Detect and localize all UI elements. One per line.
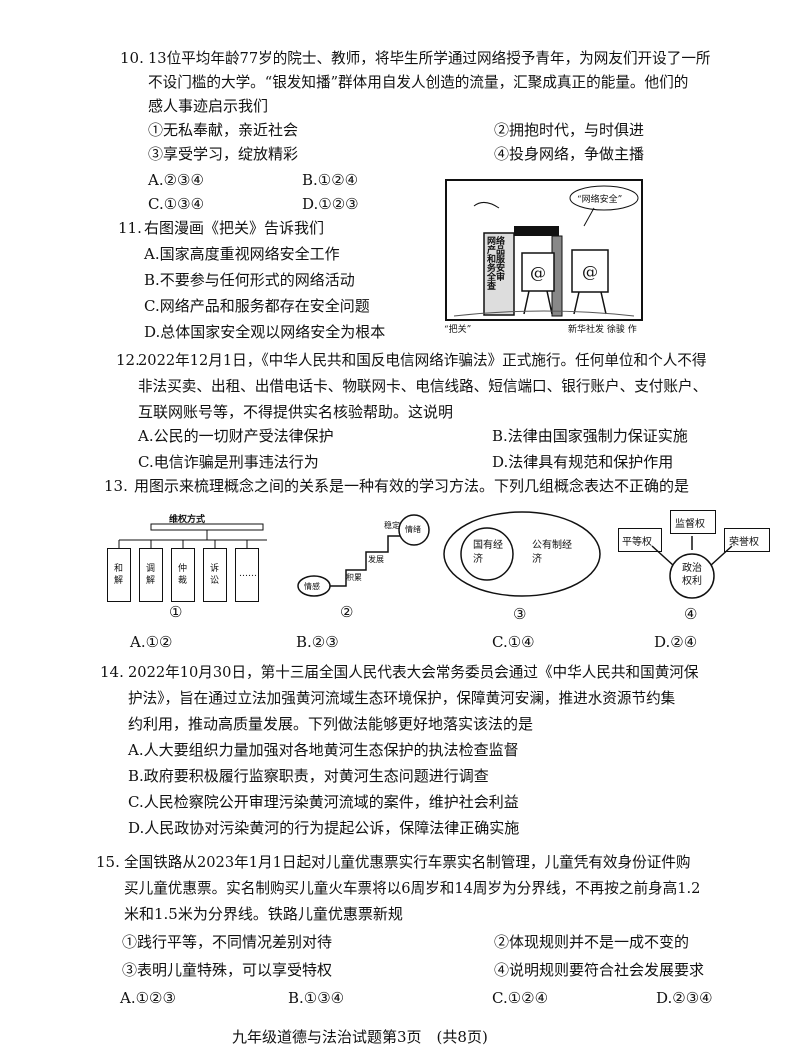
answer-option-c: C.①②④ — [492, 989, 549, 1007]
question-stem-line: 全国铁路从2023年1月1日起对儿童优惠票实行车票实名制管理，儿童凭有效身份证件… — [124, 854, 691, 871]
svg-text:@: @ — [582, 262, 598, 281]
diagram-step-label: 积累 — [346, 573, 362, 582]
diagram-set-circles — [443, 511, 601, 597]
diagram-box-label: …… — [239, 569, 257, 579]
svg-text:@: @ — [530, 263, 546, 282]
page-footer: 九年级道德与法治试题第3页 (共8页) — [232, 1028, 488, 1046]
diagram-political-rights: 平等权 监督权 荣誉权 政治权利 ④ — [614, 506, 774, 628]
cartoon-credit: 新华社发 徐骏 作 — [568, 325, 637, 335]
question-number: 13. — [104, 477, 128, 495]
answer-option-d: D.②③④ — [656, 989, 713, 1007]
diagram-title: 维权方式 — [169, 515, 206, 525]
diagram-box: 诉讼 — [203, 548, 227, 602]
question-stem-line: 互联网账号等，不得提供实名核验帮助。这说明 — [138, 403, 454, 421]
diagram-box: 平等权 — [618, 528, 662, 552]
answer-option-c: C.网络产品和服务都存在安全问题 — [144, 297, 370, 315]
figure-label: ③ — [513, 605, 527, 623]
diagram-box-label: 和解 — [114, 564, 124, 586]
option-statement: ③享受学习，绽放精彩 — [148, 145, 299, 163]
figure-label: ① — [169, 603, 183, 621]
diagram-step-label: 稳定 — [384, 521, 400, 530]
question-stem-line: 米和1.5米为分界线。铁路儿童优惠票新规 — [124, 905, 403, 923]
answer-option-a: A.①②③ — [120, 989, 176, 1007]
option-statement: ①无私奉献，亲近社会 — [148, 121, 299, 139]
option-statement: ①践行平等，不同情况差别对待 — [122, 933, 333, 951]
answer-option-d: D.法律具有规范和保护作用 — [492, 453, 674, 471]
question-number: 14. — [100, 663, 124, 681]
cartoon-caption: “把关” — [444, 325, 472, 335]
answer-option-b: B.政府要积极履行监察职责，对黄河生态问题进行调查 — [128, 767, 489, 785]
diagram-center-label: 政治权利 — [682, 563, 702, 587]
cartoon-figure: @ @ 网络产品和服务安全审查 “网络安全” “把关” 新华社发 徐骏 作 — [444, 178, 644, 336]
question-number: 10. — [120, 49, 144, 67]
diagram-box: 仲裁 — [171, 548, 195, 602]
question-stem: 用图示来梳理概念之间的关系是一种有效的学习方法。下列几组概念表达不正确的是 — [134, 477, 690, 495]
answer-option-a: A.公民的一切财产受法律保护 — [138, 427, 334, 445]
diagram-box-label: 调解 — [146, 564, 156, 586]
diagram-box-label: 平等权 — [622, 537, 652, 548]
answer-option-d: D.②④ — [654, 633, 698, 651]
diagram-emotion-steps: 情感 积累 发展 稳定 情绪 ② — [296, 508, 436, 626]
cartoon-bubble-text: “网络安全” — [577, 195, 623, 205]
question-stem-line: 13位平均年龄77岁的院士、教师，将毕生所学通过网络授予青年，为网友们开设了一所 — [148, 50, 711, 67]
diagram-step-lines — [297, 514, 430, 597]
diagram-step-label: 发展 — [368, 555, 384, 564]
question-stem-line: 约利用，推动高质量发展。下列做法能够更好地落实该法的是 — [128, 715, 534, 733]
question-stem-line: 2022年10月30日，第十三届全国人民代表大会常务委员会通过《中华人民共和国黄… — [128, 664, 699, 681]
answer-option-a: A.人大要组织力量加强对各地黄河生态保护的执法检查监督 — [128, 741, 519, 759]
option-statement: ③表明儿童特殊，可以享受特权 — [122, 961, 333, 979]
answer-option-a: A.国家高度重视网络安全工作 — [144, 245, 340, 263]
diagram-box: 监督权 — [670, 510, 716, 534]
diagram-box-label: 诉讼 — [210, 564, 220, 586]
option-statement: ④投身网络，争做主播 — [494, 145, 645, 163]
question-stem-line: 2022年12月1日，《中华人民共和国反电信网络诈骗法》正式施行。任何单位和个人… — [138, 352, 707, 369]
answer-option-c: C.①③④ — [148, 195, 205, 213]
answer-option-c: C.电信诈骗是刑事违法行为 — [138, 453, 319, 471]
diagram-node-label: 情绪 — [405, 525, 421, 534]
question-stem-line: 非法买卖、出租、出借电话卡、物联网卡、电信线路、短信端口、银行账户、支付账户、 — [138, 378, 708, 395]
question-stem-line: 护法》，旨在通过立法加强黄河流域生态环境保护，保障黄河安澜，推进水资源节约集 — [128, 690, 676, 707]
figure-label: ② — [340, 603, 354, 621]
question-stem-line: 感人事迹启示我们 — [148, 97, 269, 115]
diagram-rights-methods: 维权方式 和解 调解 仲裁 诉讼 …… ① — [105, 508, 285, 626]
option-statement: ②拥抱时代，与时俱进 — [494, 121, 645, 139]
answer-option-d: D.①②③ — [302, 195, 359, 213]
figure-label: ④ — [684, 605, 698, 623]
diagram-box-label: 仲裁 — [178, 564, 188, 586]
diagram-inner-label: 国有经济 — [473, 540, 503, 565]
question-number: 12. — [116, 351, 140, 369]
diagram-box: 荣誉权 — [724, 528, 770, 552]
answer-option-b: B.①②④ — [302, 171, 359, 189]
answer-option-d: D.人民政协对污染黄河的行为提起公诉，保障法律正确实施 — [128, 819, 520, 837]
diagram-tree-lines — [118, 523, 267, 548]
cartoon-drawing: @ @ — [445, 179, 643, 321]
diagram-box-label: 荣誉权 — [729, 537, 759, 548]
answer-option-a: A.②③④ — [148, 171, 204, 189]
answer-option-b: B.①③④ — [288, 989, 345, 1007]
answer-option-c: C.①④ — [492, 633, 535, 651]
diagram-box: …… — [235, 548, 259, 602]
answer-option-c: C.人民检察院公开审理污染黄河流域的案件，维护社会利益 — [128, 793, 519, 811]
diagram-rights-arrows — [651, 536, 733, 599]
diagram-box: 调解 — [139, 548, 163, 602]
answer-option-d: D.总体国家安全观以网络安全为根本 — [144, 323, 386, 341]
diagram-box-label: 监督权 — [675, 519, 705, 530]
answer-option-b: B.法律由国家强制力保证实施 — [492, 427, 688, 445]
option-statement: ④说明规则要符合社会发展要求 — [494, 961, 705, 979]
cartoon-gate-text: 网络产品和服务安全审查 — [487, 237, 506, 292]
answer-option-b: B.②③ — [296, 633, 339, 651]
question-number: 11. — [118, 219, 142, 237]
diagram-economy-sets: 国有经济 公有制经济 ③ — [442, 510, 602, 628]
option-statement: ②体现规则并不是一成不变的 — [494, 933, 690, 951]
diagram-node-label: 情感 — [304, 582, 320, 591]
question-stem-line: 买儿童优惠票。实名制购买儿童火车票将以6周岁和14周岁为分界线，不再按之前身高1… — [124, 880, 701, 897]
answer-option-b: B.不要参与任何形式的网络活动 — [144, 271, 355, 289]
question-stem: 右图漫画《把关》告诉我们 — [144, 219, 325, 237]
answer-option-a: A.①② — [130, 633, 173, 651]
question-stem-line: 不设门槛的大学。“银发知播”群体用自发人创造的流量，汇聚成真正的能量。他们的 — [148, 74, 689, 91]
diagram-box: 和解 — [107, 548, 131, 602]
question-number: 15. — [96, 853, 120, 871]
diagram-outer-label: 公有制经济 — [532, 540, 572, 565]
